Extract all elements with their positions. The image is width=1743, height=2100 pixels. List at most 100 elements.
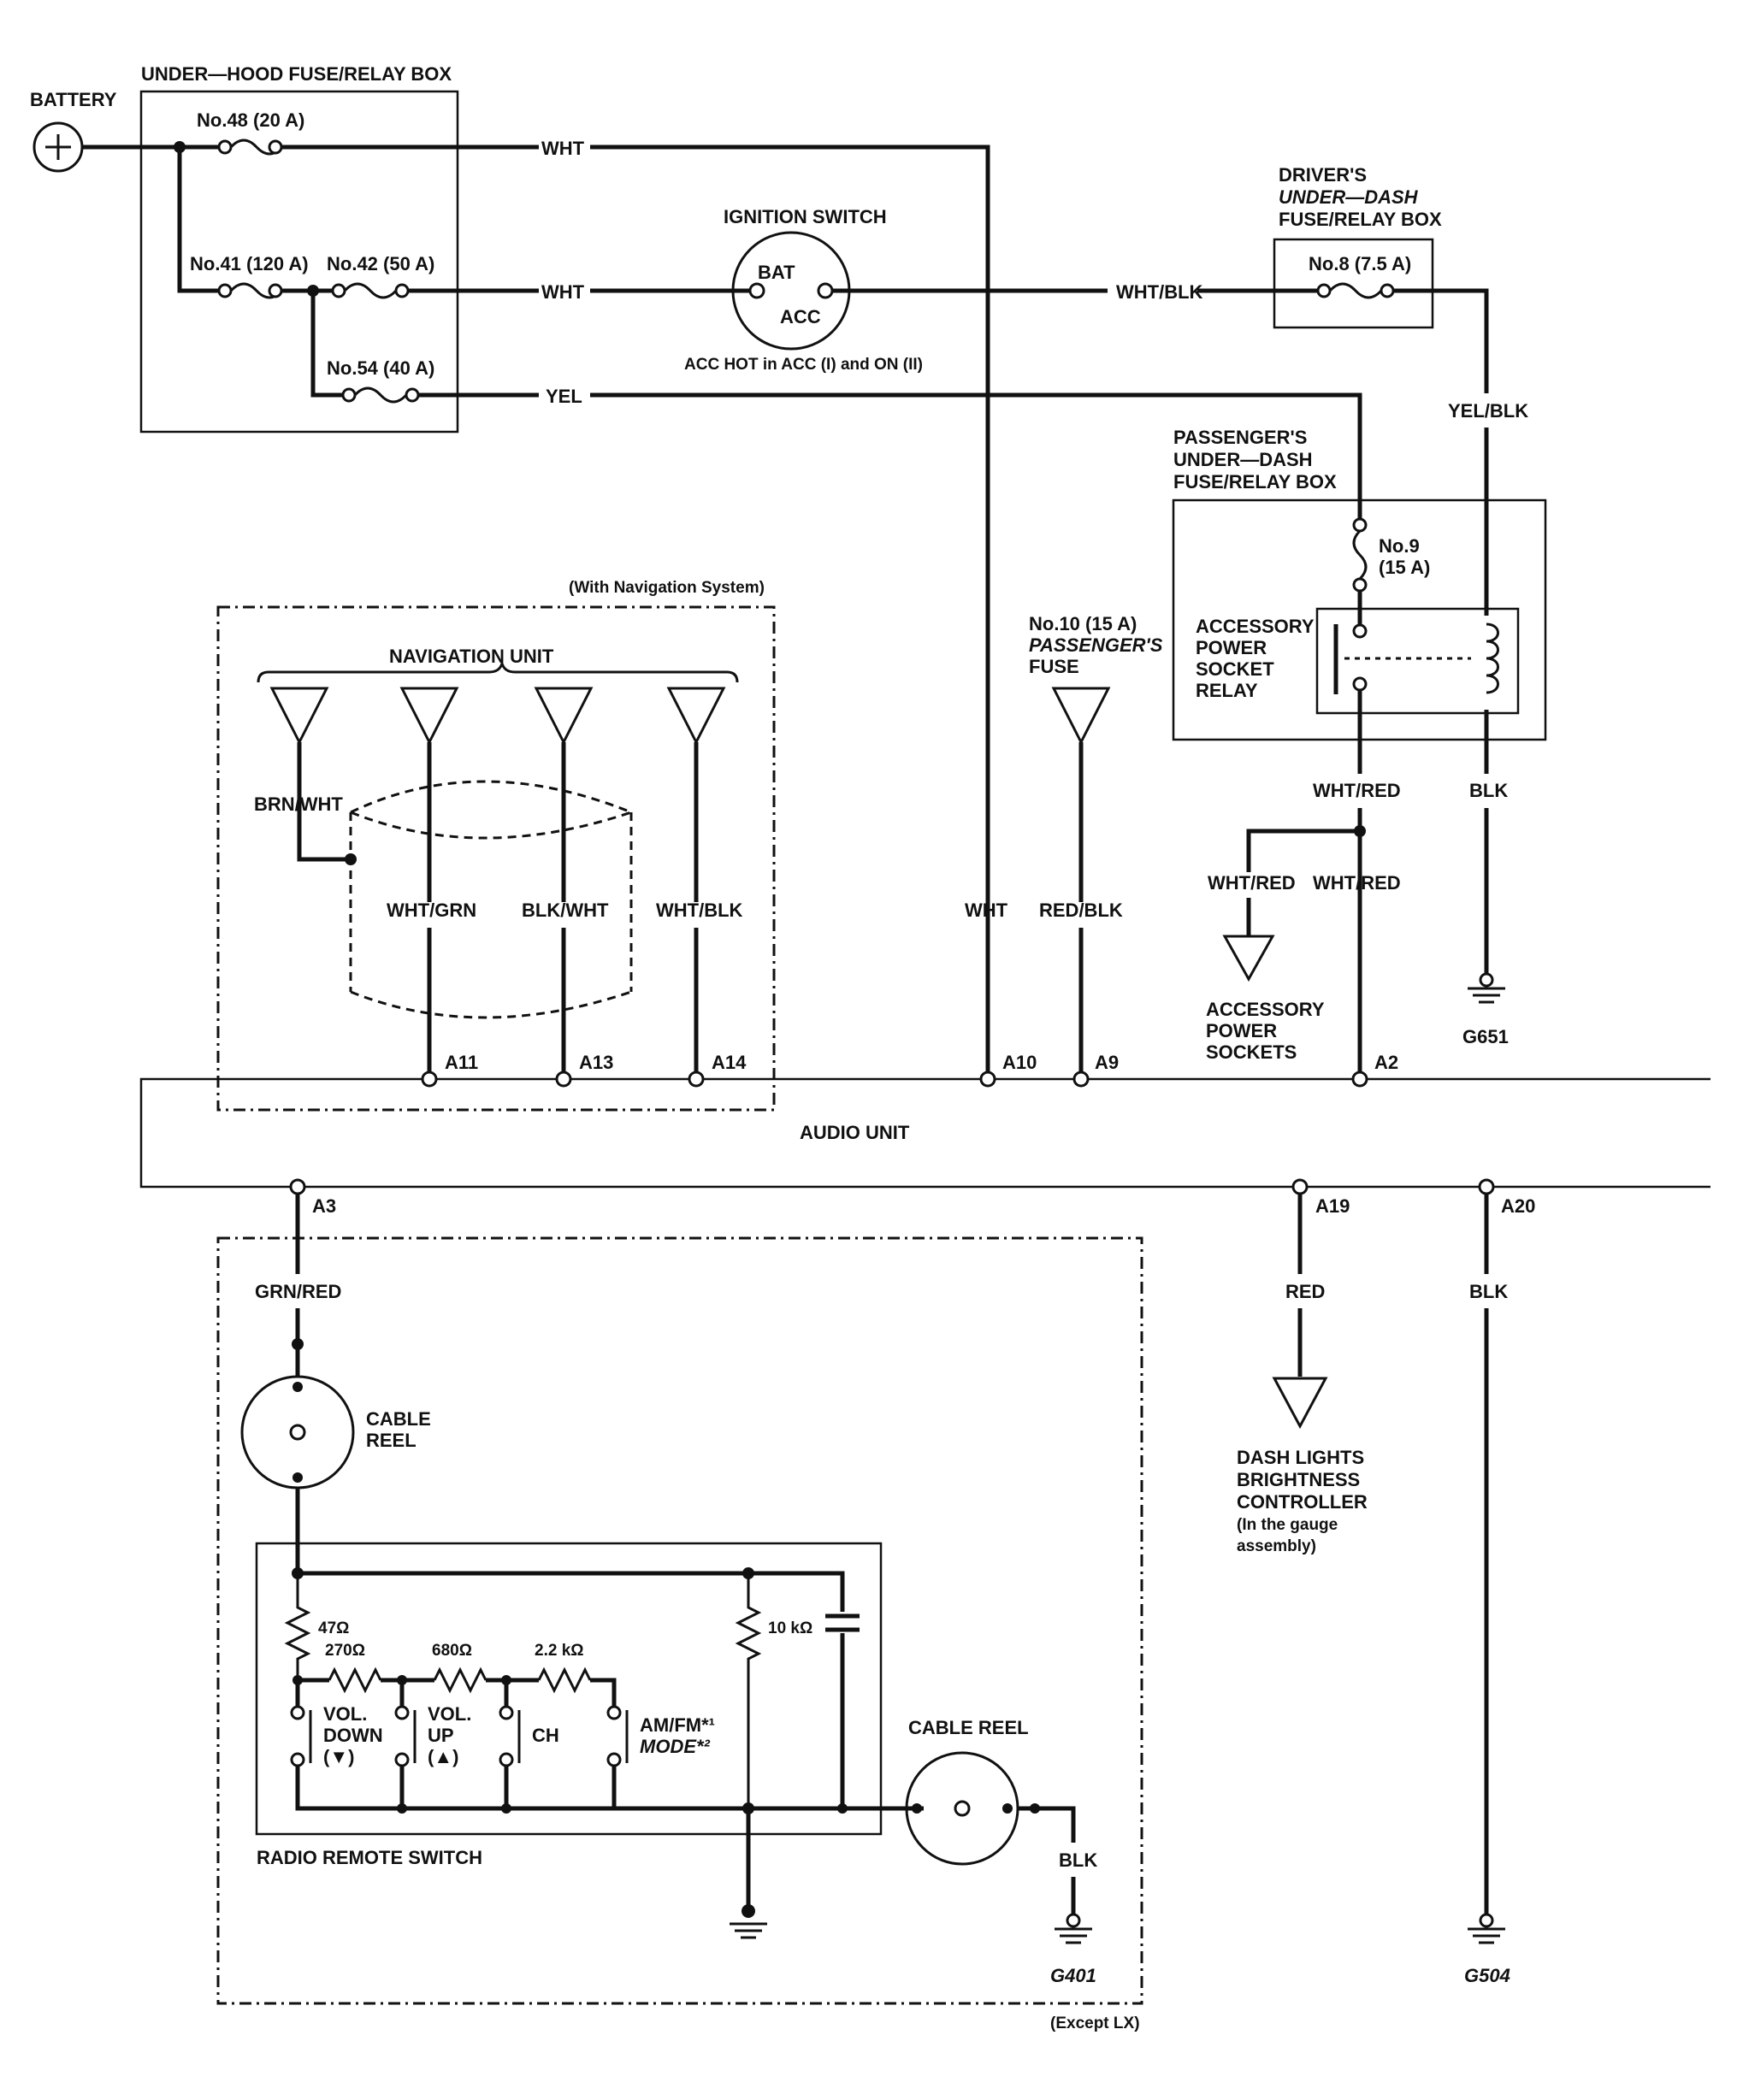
passengers-box-line3: FUSE/RELAY BOX [1173, 471, 1337, 493]
mode-line2: MODE*² [640, 1736, 711, 1757]
relay-line1: ACCESSORY [1196, 616, 1315, 637]
acc-sockets-line1: ACCESSORY [1206, 999, 1325, 1020]
ground-g401: G401 [1050, 1913, 1096, 1986]
fuse-8: No.8 (7.5 A) [1309, 253, 1411, 299]
ground-g651: G651 [1462, 972, 1509, 1047]
under-hood-fuse-relay-box: UNDER—HOOD FUSE/RELAY BOX [139, 63, 459, 434]
vol-up-line3: (▲) [428, 1746, 458, 1767]
wire-wht-red-b: WHT/RED [1208, 872, 1296, 894]
fuse-9-label-b: (15 A) [1379, 557, 1430, 578]
relay-line2: POWER [1196, 637, 1267, 658]
fuse-41: No.41 (120 A) [190, 253, 309, 299]
dash-lights-line4: (In the gauge [1237, 1516, 1338, 1534]
battery-label: BATTERY [30, 89, 117, 110]
wire-wht-red-c: WHT/RED [1313, 872, 1401, 894]
pin-a20: A20 [1501, 1195, 1535, 1217]
mode-line1: AM/FM*¹ [640, 1714, 715, 1736]
drivers-under-dash-box: DRIVER'S UNDER—DASH FUSE/RELAY BOX [1273, 164, 1442, 329]
vol-down-line2: DOWN [323, 1725, 383, 1746]
passengers-box-line1: PASSENGER'S [1173, 427, 1307, 448]
battery: BATTERY [30, 89, 117, 173]
wire-wht-2: WHT [541, 281, 585, 303]
accessory-power-sockets: ACCESSORY POWER SOCKETS [1206, 935, 1325, 1063]
wire-wht-red-a: WHT/RED [1313, 780, 1401, 801]
wire-blk-g401: BLK [1059, 1849, 1097, 1871]
wire-blk-wht: BLK/WHT [522, 900, 609, 921]
acc-sockets-line3: SOCKETS [1206, 1041, 1297, 1063]
navigation-section: (With Navigation System) NAVIGATION UNIT [216, 579, 776, 1112]
wire-red: RED [1285, 1281, 1325, 1302]
fuse-42-label: No.42 (50 A) [327, 253, 434, 274]
fuse-9: No.9 (15 A) [1352, 517, 1430, 593]
relay-line3: SOCKET [1196, 658, 1274, 680]
wire-brn-wht: BRN/WHT [254, 793, 343, 815]
fuse-10-line1: No.10 (15 A) [1029, 613, 1137, 634]
wire-blk-relay: BLK [1469, 780, 1508, 801]
ignition-bat-label: BAT [758, 262, 795, 283]
pin-a9: A9 [1095, 1052, 1119, 1073]
wire-blk-a20: BLK [1469, 1281, 1508, 1302]
switch-am-fm-mode: AM/FM*¹ MODE*² [606, 1705, 715, 1767]
ch-label: CH [532, 1725, 559, 1746]
fuse-41-label: No.41 (120 A) [190, 253, 309, 274]
wire-wht-blk: WHT/BLK [1116, 281, 1203, 303]
cable-reel-a-line2: REEL [366, 1430, 417, 1451]
passengers-under-dash-box: PASSENGER'S UNDER—DASH FUSE/RELAY BOX [1172, 427, 1547, 741]
except-lx-label: (Except LX) [1050, 2014, 1140, 2032]
switch-vol-up: VOL. UP (▲) [394, 1680, 471, 1767]
wire-wht-blk-nav: WHT/BLK [656, 900, 743, 921]
resistor-10k-label: 10 kΩ [768, 1619, 812, 1637]
cable-reel-b: CABLE REEL [905, 1717, 1029, 1866]
dash-lights-line3: CONTROLLER [1237, 1491, 1368, 1513]
dash-lights-line2: BRIGHTNESS [1237, 1469, 1360, 1490]
fuse-48-label: No.48 (20 A) [197, 109, 304, 131]
vol-up-line2: UP [428, 1725, 454, 1746]
fuse-54-label: No.54 (40 A) [327, 357, 434, 379]
cable-reel-b-label: CABLE REEL [908, 1717, 1029, 1738]
ignition-acc-label: ACC [780, 306, 821, 327]
ground-g401-label: G401 [1050, 1965, 1096, 1986]
switch-vol-down: VOL. DOWN (▼) [290, 1680, 383, 1767]
wire-yel-blk: YEL/BLK [1448, 400, 1528, 422]
fuse-48: No.48 (20 A) [180, 109, 304, 156]
pin-a2: A2 [1374, 1052, 1398, 1073]
ignition-switch-title: IGNITION SWITCH [724, 206, 887, 227]
pin-a11: A11 [445, 1052, 478, 1073]
wire-wht-1: WHT [541, 138, 585, 159]
wire-grn-red: GRN/RED [255, 1281, 341, 1302]
vol-up-line1: VOL. [428, 1703, 471, 1725]
connector-pins-top: A11 A13 A14 A10 A9 A2 [421, 1052, 1398, 1088]
acc-sockets-line2: POWER [1206, 1020, 1277, 1041]
dash-lights-brightness-controller: DASH LIGHTS BRIGHTNESS CONTROLLER (In th… [1237, 1377, 1368, 1555]
nav-condition-label: (With Navigation System) [569, 579, 765, 597]
resistor-47-label: 47Ω [318, 1619, 349, 1637]
ignition-switch: IGNITION SWITCH BAT ACC ACC HOT in ACC (… [684, 206, 923, 374]
fuse-10-line3: FUSE [1029, 656, 1079, 677]
vol-down-line1: VOL. [323, 1703, 367, 1725]
drivers-box-line2: UNDER—DASH [1279, 186, 1419, 208]
fuse-8-label: No.8 (7.5 A) [1309, 253, 1411, 274]
radio-remote-switch: RADIO REMOTE SWITCH [255, 1542, 883, 1868]
radio-remote-switch-label: RADIO REMOTE SWITCH [257, 1847, 482, 1868]
cable-reel-a-line1: CABLE [366, 1408, 431, 1430]
resistor-270-label: 270Ω [325, 1642, 365, 1660]
fuse-54: No.54 (40 A) [327, 357, 434, 404]
drivers-box-line1: DRIVER'S [1279, 164, 1367, 186]
capacitor [825, 1613, 860, 1632]
ground-g504-label: G504 [1464, 1965, 1510, 1986]
audio-unit-label: AUDIO UNIT [800, 1122, 910, 1143]
dash-lights-line5: assembly) [1237, 1537, 1316, 1555]
switch-ch: CH [499, 1680, 559, 1767]
wire-wht-grn: WHT/GRN [387, 900, 476, 921]
wire-yel: YEL [546, 386, 582, 407]
pin-a3: A3 [312, 1195, 336, 1217]
fuse-42: No.42 (50 A) [327, 253, 434, 299]
audio-unit: AUDIO UNIT [139, 1077, 1711, 1189]
ground-g504: G504 [1464, 1913, 1510, 1986]
relay-line4: RELAY [1196, 680, 1258, 701]
drivers-box-line3: FUSE/RELAY BOX [1279, 209, 1442, 230]
except-lx-section: (Except LX) [216, 1236, 1143, 2032]
passengers-box-line2: UNDER—DASH [1173, 449, 1313, 470]
connector-pins-bottom: A3 A19 A20 [289, 1178, 1535, 1217]
